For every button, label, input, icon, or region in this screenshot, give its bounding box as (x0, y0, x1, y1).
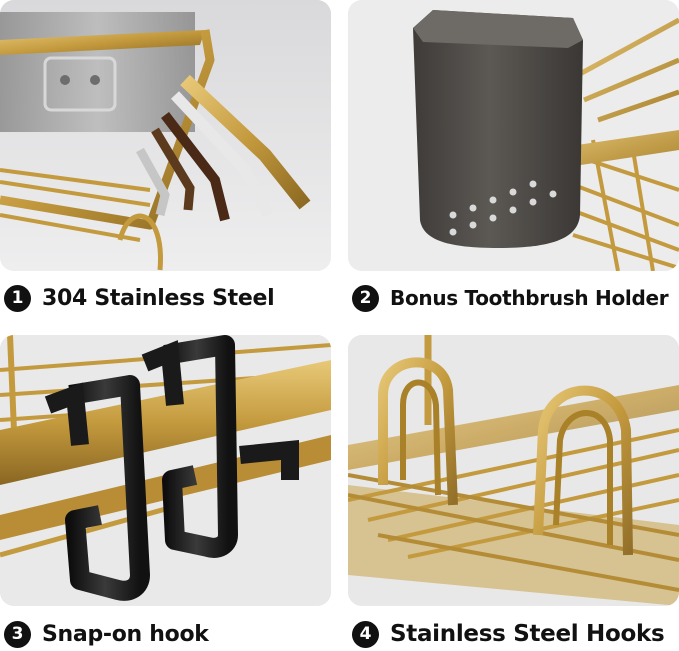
gold-wire-basket-hooks-image (348, 335, 679, 606)
caption-2-text: Bonus Toothbrush Holder (390, 286, 669, 310)
number-badge-1: 1 (4, 284, 31, 312)
caption-4-text: Stainless Steel Hooks (390, 621, 665, 647)
caption-1-text: 304 Stainless Steel (42, 285, 275, 311)
panel-4-image (348, 335, 679, 606)
panel-2-image (348, 0, 679, 271)
panel-3-image (0, 335, 331, 606)
number-badge-4: 4 (352, 620, 379, 648)
corner-shelf-steel-layers-image (0, 0, 331, 271)
number-badge-3: 3 (4, 620, 31, 648)
toothbrush-holder-cup-image (348, 0, 679, 271)
caption-1: 1 304 Stainless Steel (4, 283, 275, 313)
panel-1-image (0, 0, 331, 271)
caption-3-text: Snap-on hook (42, 621, 209, 647)
number-badge-2: 2 (352, 284, 379, 312)
caption-2: 2 Bonus Toothbrush Holder (352, 283, 669, 313)
black-s-hooks-on-rail-image (0, 335, 331, 606)
caption-3: 3 Snap-on hook (4, 619, 209, 649)
caption-4: 4 Stainless Steel Hooks (352, 619, 665, 649)
